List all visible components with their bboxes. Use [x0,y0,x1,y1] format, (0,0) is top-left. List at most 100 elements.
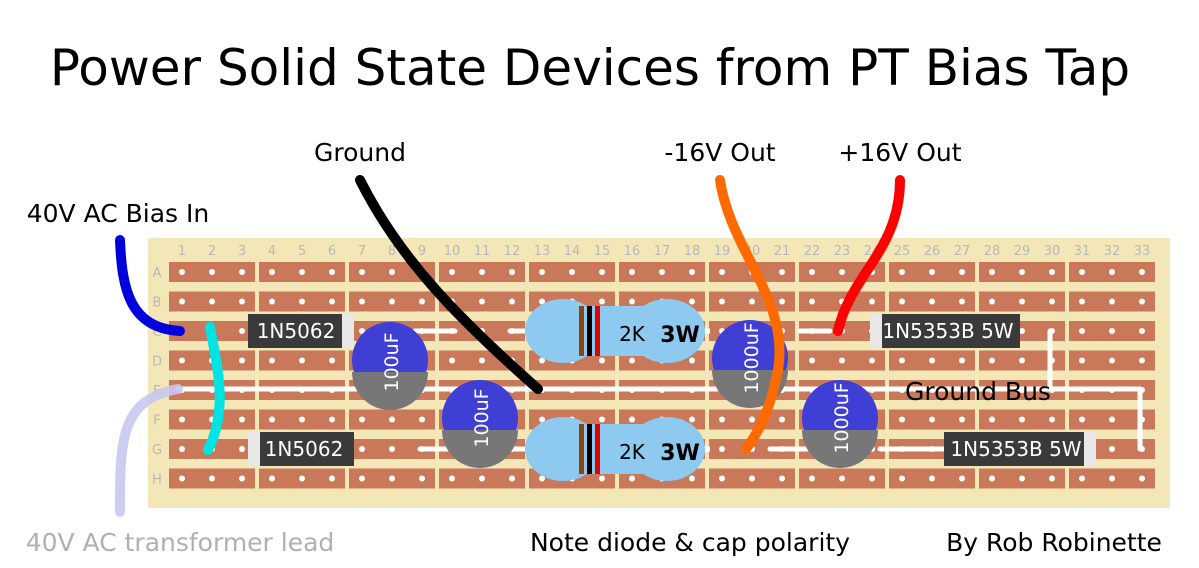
diode-1n5062-bottom: 1N5062 [248,432,354,466]
column-label: 1 [178,244,186,259]
strip-hole [1109,475,1115,482]
strip-hole [989,269,995,275]
strip-hole [299,298,305,305]
strip-hole [179,357,185,364]
diagram-title: Power Solid State Devices from PT Bias T… [50,39,1130,97]
strip-hole [929,357,935,364]
strip-hole [929,416,935,423]
strip-hole [479,357,485,364]
strip-hole [929,475,935,482]
strip-hole [239,298,245,305]
column-label: 12 [504,244,521,259]
strip-hole [869,357,875,364]
capacitor-label: 100uF [381,332,403,391]
strip-hole [329,298,335,305]
diode-label: 1N5353B 5W [882,319,1013,343]
strip-hole [479,475,485,482]
column-label: 5 [298,244,306,259]
strip-hole [1139,475,1145,482]
strip-hole [599,416,605,423]
diode-label: 1N5353B 5W [950,437,1081,461]
strip-hole [479,298,485,305]
strip-hole [629,475,635,482]
strip-hole [329,357,335,364]
column-label: 9 [418,244,426,259]
strip-hole [899,357,905,364]
strip-hole [359,416,365,423]
strip-hole [869,475,875,482]
strip-hole [359,475,365,482]
row-label: B [153,296,162,311]
strip-hole [839,269,845,275]
strip-hole [299,416,305,423]
strip-hole [809,298,815,305]
strip-hole [419,416,425,423]
strip-hole [779,269,785,275]
strip-hole [599,298,605,305]
column-label: 31 [1074,244,1091,259]
strip-hole [809,357,815,364]
strip-hole [1049,298,1055,305]
strip-hole [779,416,785,423]
strip-hole [1019,328,1025,334]
column-label: 27 [954,244,971,259]
row-label: C [152,325,161,340]
strip-hole [719,416,725,423]
strip-hole [959,475,965,482]
strip-hole [269,298,275,305]
strip-hole [269,475,275,482]
strip-hole [1079,475,1085,482]
capacitor-100uf-b: 100uF [442,380,518,468]
strip-hole [389,416,395,423]
strip-hole [419,475,425,482]
strip-hole [1019,269,1025,275]
strip-hole [239,416,245,423]
label-transformer-lead: 40V AC transformer lead [26,528,335,557]
column-label: 22 [804,244,821,259]
strip-hole [809,475,815,482]
strip-hole [239,328,245,334]
column-label: 6 [328,244,336,259]
strip-hole [479,269,485,275]
strip-hole [629,269,635,275]
cyan-wire [203,322,225,455]
strip-hole [1109,416,1115,423]
strip-hole [629,298,635,305]
diode-label: 1N5062 [257,319,336,343]
column-label: 14 [564,244,581,259]
strip-hole [779,475,785,482]
strip-hole [1019,357,1025,364]
strip-hole [329,416,335,423]
transformer-lead-wire [115,384,183,517]
strip-hole [359,328,365,334]
column-label: 23 [834,244,851,259]
column-label: 29 [1014,244,1031,259]
strip-hole [389,446,395,452]
strip-hole [839,475,845,482]
column-label: 33 [1134,244,1151,259]
strip-hole [629,416,635,423]
column-label: 13 [534,244,551,259]
strip-hole [299,357,305,364]
column-label: 11 [474,244,491,259]
strip-hole [689,269,695,275]
row-label: F [153,414,160,429]
label-ground-bus: Ground Bus [905,377,1051,406]
strip-hole [599,475,605,482]
strip-hole [269,357,275,364]
strip-hole [329,475,335,482]
resistor-power: 3W [660,323,700,348]
strip-hole [1109,328,1115,334]
strip-hole [749,416,755,423]
strip-hole [929,298,935,305]
strip-hole [569,269,575,275]
strip-hole [1109,446,1115,452]
strip-hole [719,475,725,482]
strip-hole [1139,298,1145,305]
strip-hole [269,269,275,275]
strip-hole [1139,357,1145,364]
row-label: A [153,266,162,281]
strip-hole [179,446,185,452]
copper-strips [169,262,1155,489]
